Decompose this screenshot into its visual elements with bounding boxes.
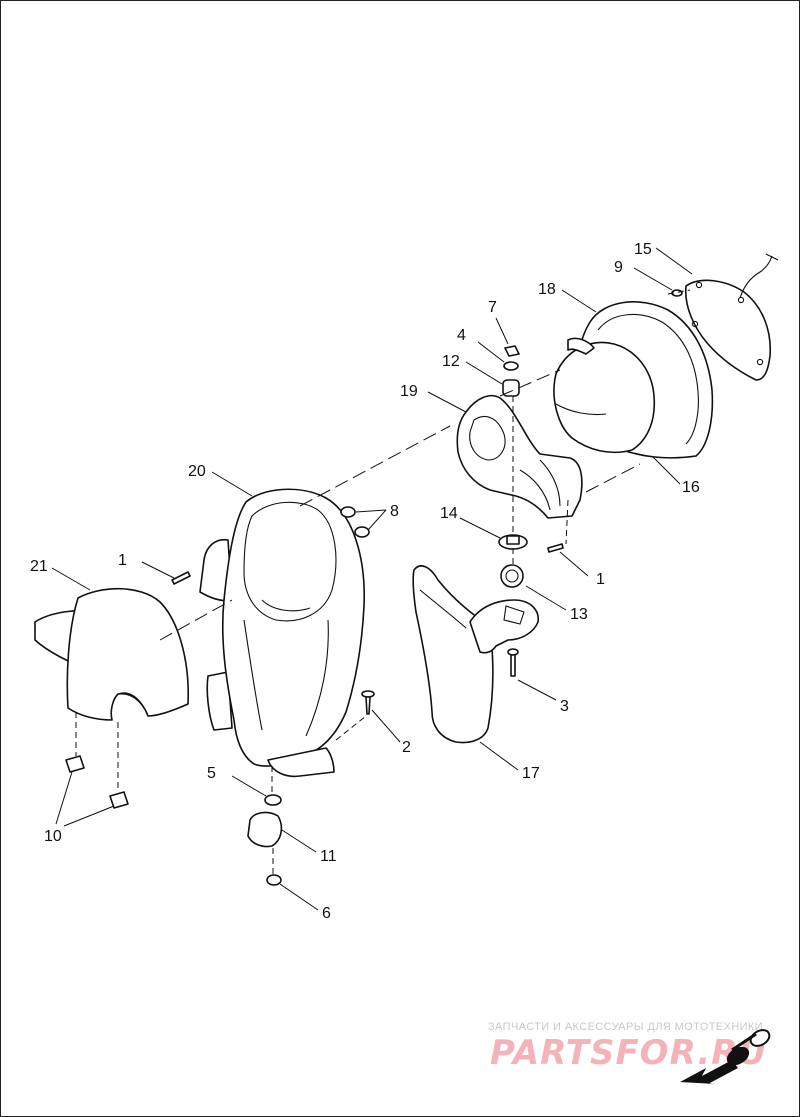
callout-8: 8 (390, 503, 399, 520)
callout-2: 2 (402, 739, 411, 756)
callout-3: 3 (560, 698, 569, 715)
callout-11: 11 (320, 848, 337, 865)
part-17-lower-cover[interactable] (412, 565, 494, 744)
part-19-mounting-bracket[interactable] (456, 394, 583, 519)
callout-18: 18 (538, 281, 556, 298)
part-21-outer-fairing[interactable] (34, 587, 190, 721)
front-direction-arrow-icon (680, 1029, 771, 1084)
watermark-logo: PARTSFOR.RU (490, 1033, 768, 1073)
callout-5: 5 (207, 765, 216, 782)
part-13-clamp-bracket[interactable] (469, 564, 539, 654)
assembly-lines (75, 289, 691, 874)
callout-13: 13 (570, 606, 588, 623)
callout-16: 16 (682, 479, 700, 496)
leader-lines (51, 247, 693, 911)
callout-1-right: 1 (596, 571, 605, 588)
watermark-caption: ЗАПЧАСТИ И АКСЕССУАРЫ ДЛЯ МОТОТЕХНИКИ (488, 1021, 764, 1033)
callout-4: 4 (457, 327, 466, 344)
callout-9: 9 (614, 259, 623, 276)
callout-10: 10 (44, 828, 62, 845)
callout-6: 6 (322, 905, 331, 922)
part-18-rear-housing[interactable] (553, 301, 714, 459)
callout-19: 19 (400, 383, 418, 400)
callout-21: 21 (30, 558, 48, 575)
callout-20: 20 (188, 463, 206, 480)
callout-14: 14 (440, 505, 458, 522)
callout-17: 17 (522, 765, 540, 782)
callout-12: 12 (442, 353, 460, 370)
part-20-inner-fairing[interactable] (199, 488, 366, 778)
callout-labels: 1 1 2 3 4 5 6 7 8 9 10 11 12 13 14 15 16… (30, 241, 700, 922)
callout-15: 15 (634, 241, 652, 258)
callout-7: 7 (488, 299, 497, 316)
callout-1-left: 1 (118, 552, 127, 569)
part-15-cover-plate[interactable] (684, 253, 779, 381)
